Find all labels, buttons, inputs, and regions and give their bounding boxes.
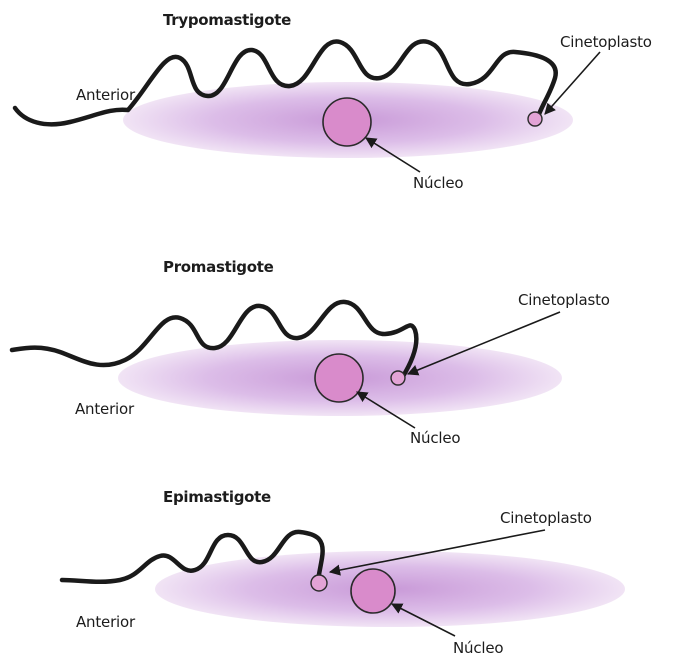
epimastigote-kinetoplast: [311, 575, 327, 591]
promastigote-nucleus: [315, 354, 363, 402]
promastigote-nucleus-label: Núcleo: [410, 429, 460, 447]
promastigote-kinetoplast-label: Cinetoplasto: [518, 291, 610, 309]
epimastigote-kinetoplast-label: Cinetoplasto: [500, 509, 592, 527]
epimastigote-title: Epimastigote: [163, 488, 271, 506]
epimastigote-anterior-label: Anterior: [76, 613, 136, 631]
trypomastigote-title: Trypomastigote: [163, 11, 291, 29]
promastigote-kinetoplast: [391, 371, 405, 385]
epimastigote-group: Epimastigote Anterior Cinetoplasto Núcle…: [62, 488, 625, 657]
promastigote-title: Promastigote: [163, 258, 274, 276]
trypomastigote-nucleus-label: Núcleo: [413, 174, 463, 192]
trypomastigote-anterior-label: Anterior: [76, 86, 136, 104]
promastigote-anterior-label: Anterior: [75, 400, 135, 418]
epimastigote-nucleus: [351, 569, 395, 613]
trypomastigote-kinetoplast-label: Cinetoplasto: [560, 33, 652, 51]
promastigote-group: Promastigote Anterior Cinetoplasto Núcle…: [12, 258, 610, 447]
trypomastigote-nucleus: [323, 98, 371, 146]
trypomastigote-group: Trypomastigote Anterior Cinetoplasto Núc…: [15, 11, 652, 192]
trypomastigote-kinetoplast: [528, 112, 542, 126]
epimastigote-nucleus-label: Núcleo: [453, 639, 503, 657]
